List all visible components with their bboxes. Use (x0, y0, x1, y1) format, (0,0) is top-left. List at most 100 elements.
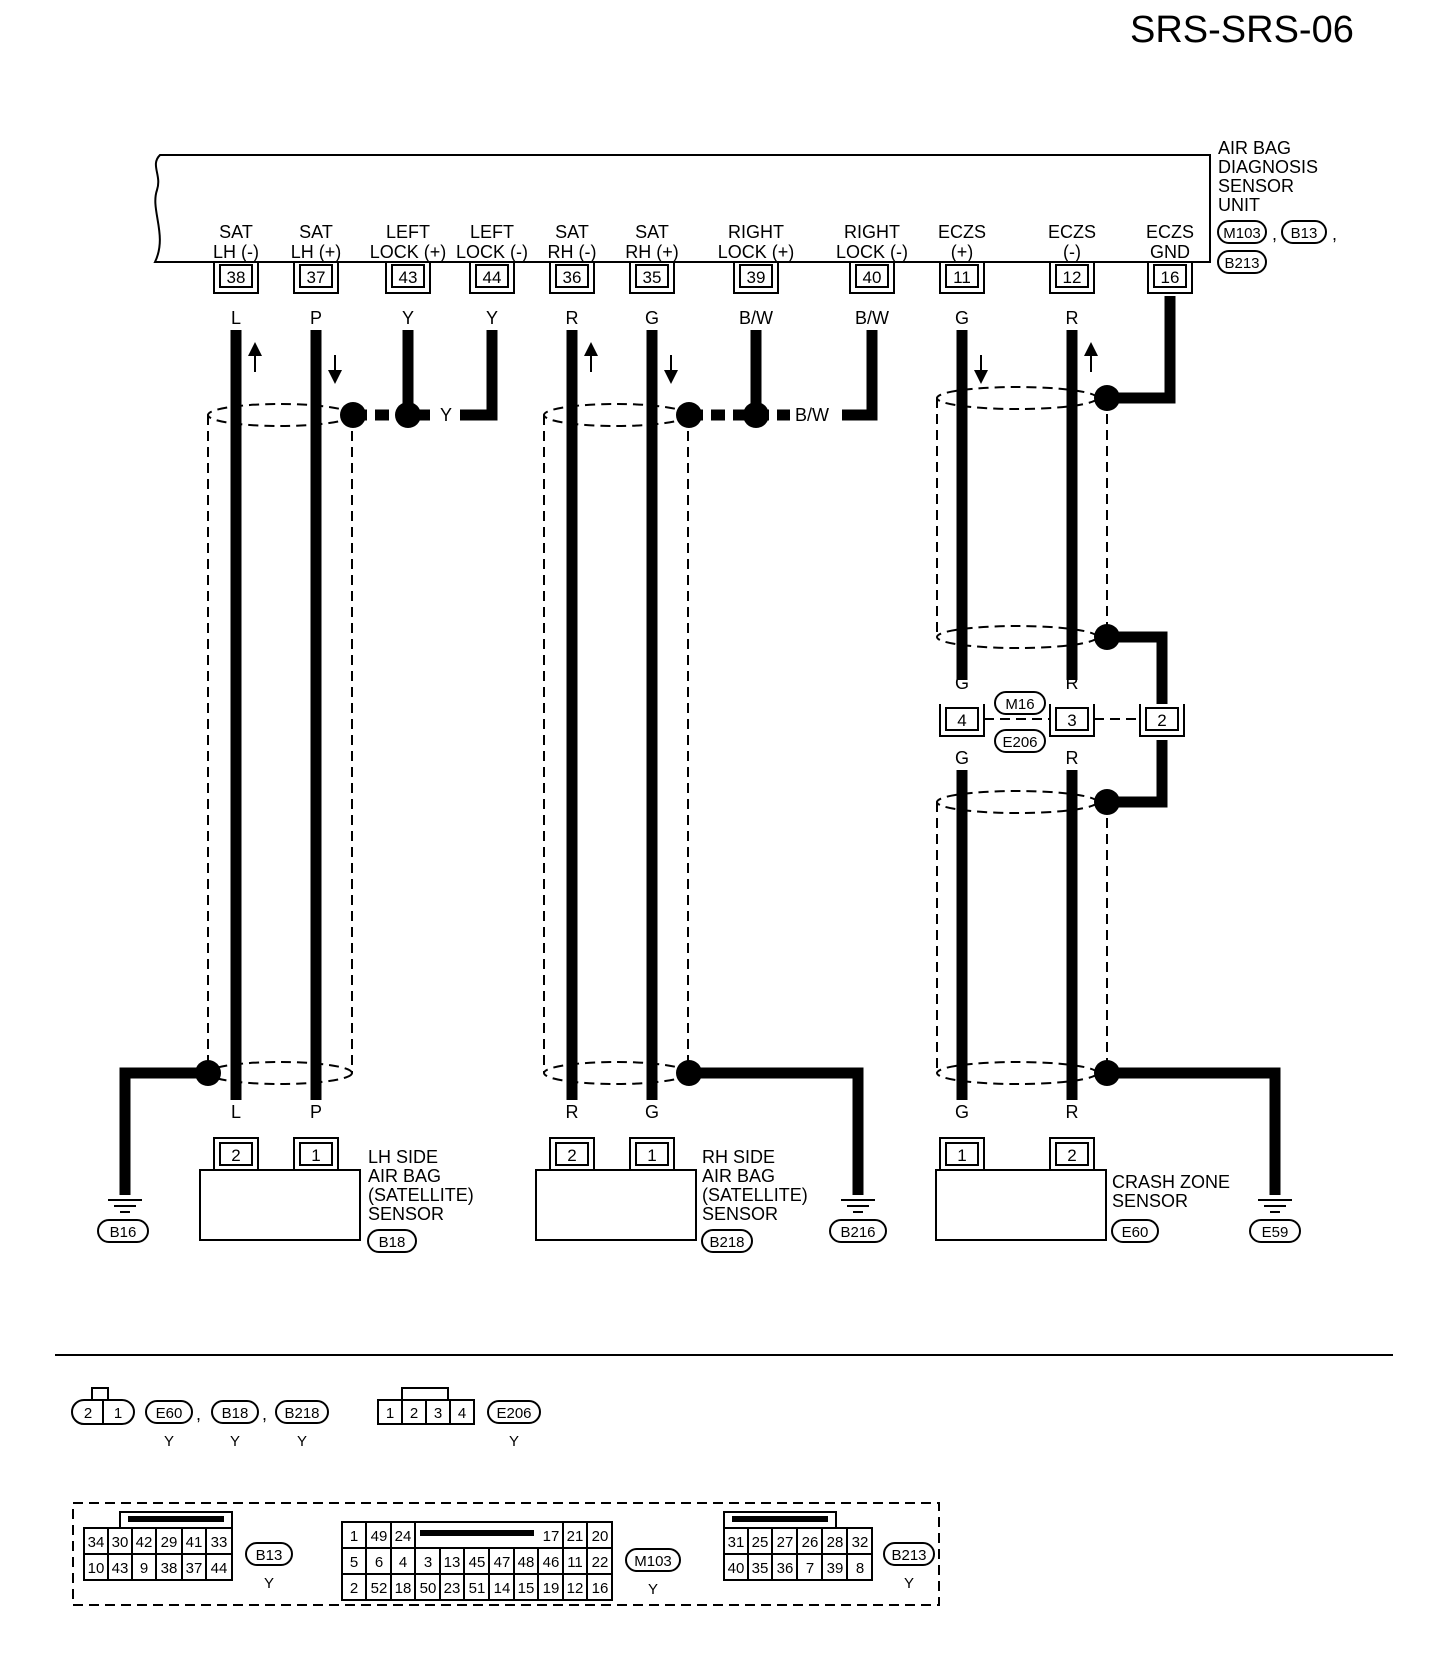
svg-text:P: P (310, 308, 322, 328)
svg-text:10: 10 (88, 1560, 105, 1577)
svg-text:R: R (1066, 748, 1079, 768)
svg-text:3: 3 (424, 1554, 432, 1571)
svg-text:29: 29 (161, 1534, 178, 1551)
svg-text:G: G (645, 1102, 659, 1122)
svg-text:26: 26 (802, 1534, 819, 1551)
svg-text:16: 16 (1161, 268, 1180, 287)
svg-text:LH SIDE: LH SIDE (368, 1147, 438, 1167)
svg-text:52: 52 (371, 1580, 388, 1597)
svg-text:,: , (262, 1404, 267, 1424)
svg-text:E206: E206 (1002, 734, 1037, 751)
rh-shield (543, 403, 689, 1085)
svg-text:41: 41 (186, 1534, 203, 1551)
svg-text:Y: Y (486, 308, 498, 328)
svg-text:LOCK (-): LOCK (-) (836, 242, 908, 262)
unit-pin-43: LEFT LOCK (+) 43 Y (370, 222, 447, 328)
svg-text:Y: Y (440, 405, 452, 425)
svg-text:SAT: SAT (299, 222, 333, 242)
svg-text:36: 36 (563, 268, 582, 287)
svg-text:M16: M16 (1005, 696, 1034, 713)
unit-pin-11: ECZS (+) 11 G (938, 222, 986, 328)
svg-text:37: 37 (186, 1560, 203, 1577)
svg-text:11: 11 (567, 1554, 583, 1571)
svg-text:2: 2 (84, 1405, 92, 1422)
svg-text:SENSOR: SENSOR (368, 1204, 444, 1224)
svg-text:40: 40 (863, 268, 882, 287)
svg-text:B213: B213 (1224, 255, 1259, 272)
rh-wires: B/W (566, 330, 878, 1195)
svg-text:B13: B13 (1291, 225, 1318, 242)
svg-text:12: 12 (567, 1580, 584, 1597)
svg-text:21: 21 (567, 1528, 584, 1545)
svg-text:5: 5 (350, 1554, 358, 1571)
svg-text:13: 13 (444, 1554, 461, 1571)
legend-4pin-connector: 1 2 3 4 E206 Y (377, 1387, 541, 1450)
unit-pin-39: RIGHT LOCK (+) 39 B/W (718, 222, 795, 328)
svg-text:LEFT: LEFT (386, 222, 430, 242)
svg-text:SAT: SAT (635, 222, 669, 242)
svg-text:AIR BAG: AIR BAG (1218, 138, 1291, 158)
svg-text:LH (+): LH (+) (291, 242, 342, 262)
svg-text:B18: B18 (222, 1405, 249, 1422)
svg-text:R: R (1066, 673, 1079, 693)
svg-text:E60: E60 (1122, 1224, 1149, 1241)
svg-text:2: 2 (350, 1580, 358, 1597)
svg-text:M103: M103 (1223, 225, 1261, 242)
svg-text:B213: B213 (891, 1547, 926, 1564)
unit-pin-44: LEFT LOCK (-) 44 Y (456, 222, 528, 328)
svg-text:B18: B18 (379, 1234, 406, 1251)
svg-text:,: , (1332, 224, 1337, 244)
svg-text:AIR BAG: AIR BAG (702, 1166, 775, 1186)
svg-text:3: 3 (1067, 711, 1076, 730)
svg-text:L: L (231, 308, 241, 328)
svg-text:G: G (955, 748, 969, 768)
legend-b13-connector: 34 30 42 29 41 33 10 43 9 38 37 44 B13 Y (83, 1511, 293, 1592)
svg-text:31: 31 (728, 1534, 745, 1551)
svg-text:R: R (1066, 1102, 1079, 1122)
svg-text:47: 47 (494, 1554, 511, 1571)
svg-text:B/W: B/W (795, 405, 829, 425)
svg-text:R: R (566, 308, 579, 328)
svg-text:Y: Y (264, 1575, 274, 1592)
svg-text:23: 23 (444, 1580, 461, 1597)
svg-text:22: 22 (592, 1554, 609, 1571)
svg-text:30: 30 (112, 1534, 129, 1551)
svg-text:ECZS: ECZS (1146, 222, 1194, 242)
svg-text:49: 49 (371, 1528, 388, 1545)
svg-text:15: 15 (518, 1580, 535, 1597)
svg-text:1: 1 (647, 1146, 656, 1165)
svg-text:20: 20 (592, 1528, 609, 1545)
svg-text:RH (-): RH (-) (548, 242, 597, 262)
svg-text:1: 1 (386, 1405, 394, 1422)
svg-text:16: 16 (592, 1580, 609, 1597)
svg-text:44: 44 (483, 268, 502, 287)
svg-text:2: 2 (231, 1146, 240, 1165)
unit-name: AIR BAG DIAGNOSIS SENSOR UNIT (1218, 138, 1318, 215)
svg-text:LEFT: LEFT (470, 222, 514, 242)
svg-text:24: 24 (395, 1528, 412, 1545)
unit-pin-40: RIGHT LOCK (-) 40 B/W (836, 222, 908, 328)
svg-text:46: 46 (543, 1554, 560, 1571)
lh-shield (207, 403, 353, 1085)
svg-text:43: 43 (399, 268, 418, 287)
svg-text:LOCK (+): LOCK (+) (370, 242, 447, 262)
svg-text:RIGHT: RIGHT (728, 222, 784, 242)
svg-text:P: P (310, 1102, 322, 1122)
svg-text:38: 38 (161, 1560, 178, 1577)
svg-text:B216: B216 (840, 1224, 875, 1241)
svg-text:9: 9 (140, 1560, 148, 1577)
svg-text:17: 17 (543, 1528, 560, 1545)
svg-text:LH (-): LH (-) (213, 242, 259, 262)
unit-pin-36: SAT RH (-) 36 R (548, 222, 597, 328)
legend-b213-connector: 31 25 27 26 28 32 40 35 36 7 39 8 B213 Y (723, 1511, 935, 1592)
svg-text:Y: Y (648, 1581, 658, 1598)
svg-text:3: 3 (434, 1405, 442, 1422)
svg-text:1: 1 (957, 1146, 966, 1165)
unit-pin-35: SAT RH (+) 35 G (625, 222, 679, 328)
svg-text:(+): (+) (951, 242, 974, 262)
svg-text:Y: Y (230, 1433, 240, 1450)
svg-text:(SATELLITE): (SATELLITE) (368, 1185, 474, 1205)
svg-text:Y: Y (402, 308, 414, 328)
svg-text:19: 19 (543, 1580, 560, 1597)
ground-e59: E59 (1249, 1199, 1301, 1243)
